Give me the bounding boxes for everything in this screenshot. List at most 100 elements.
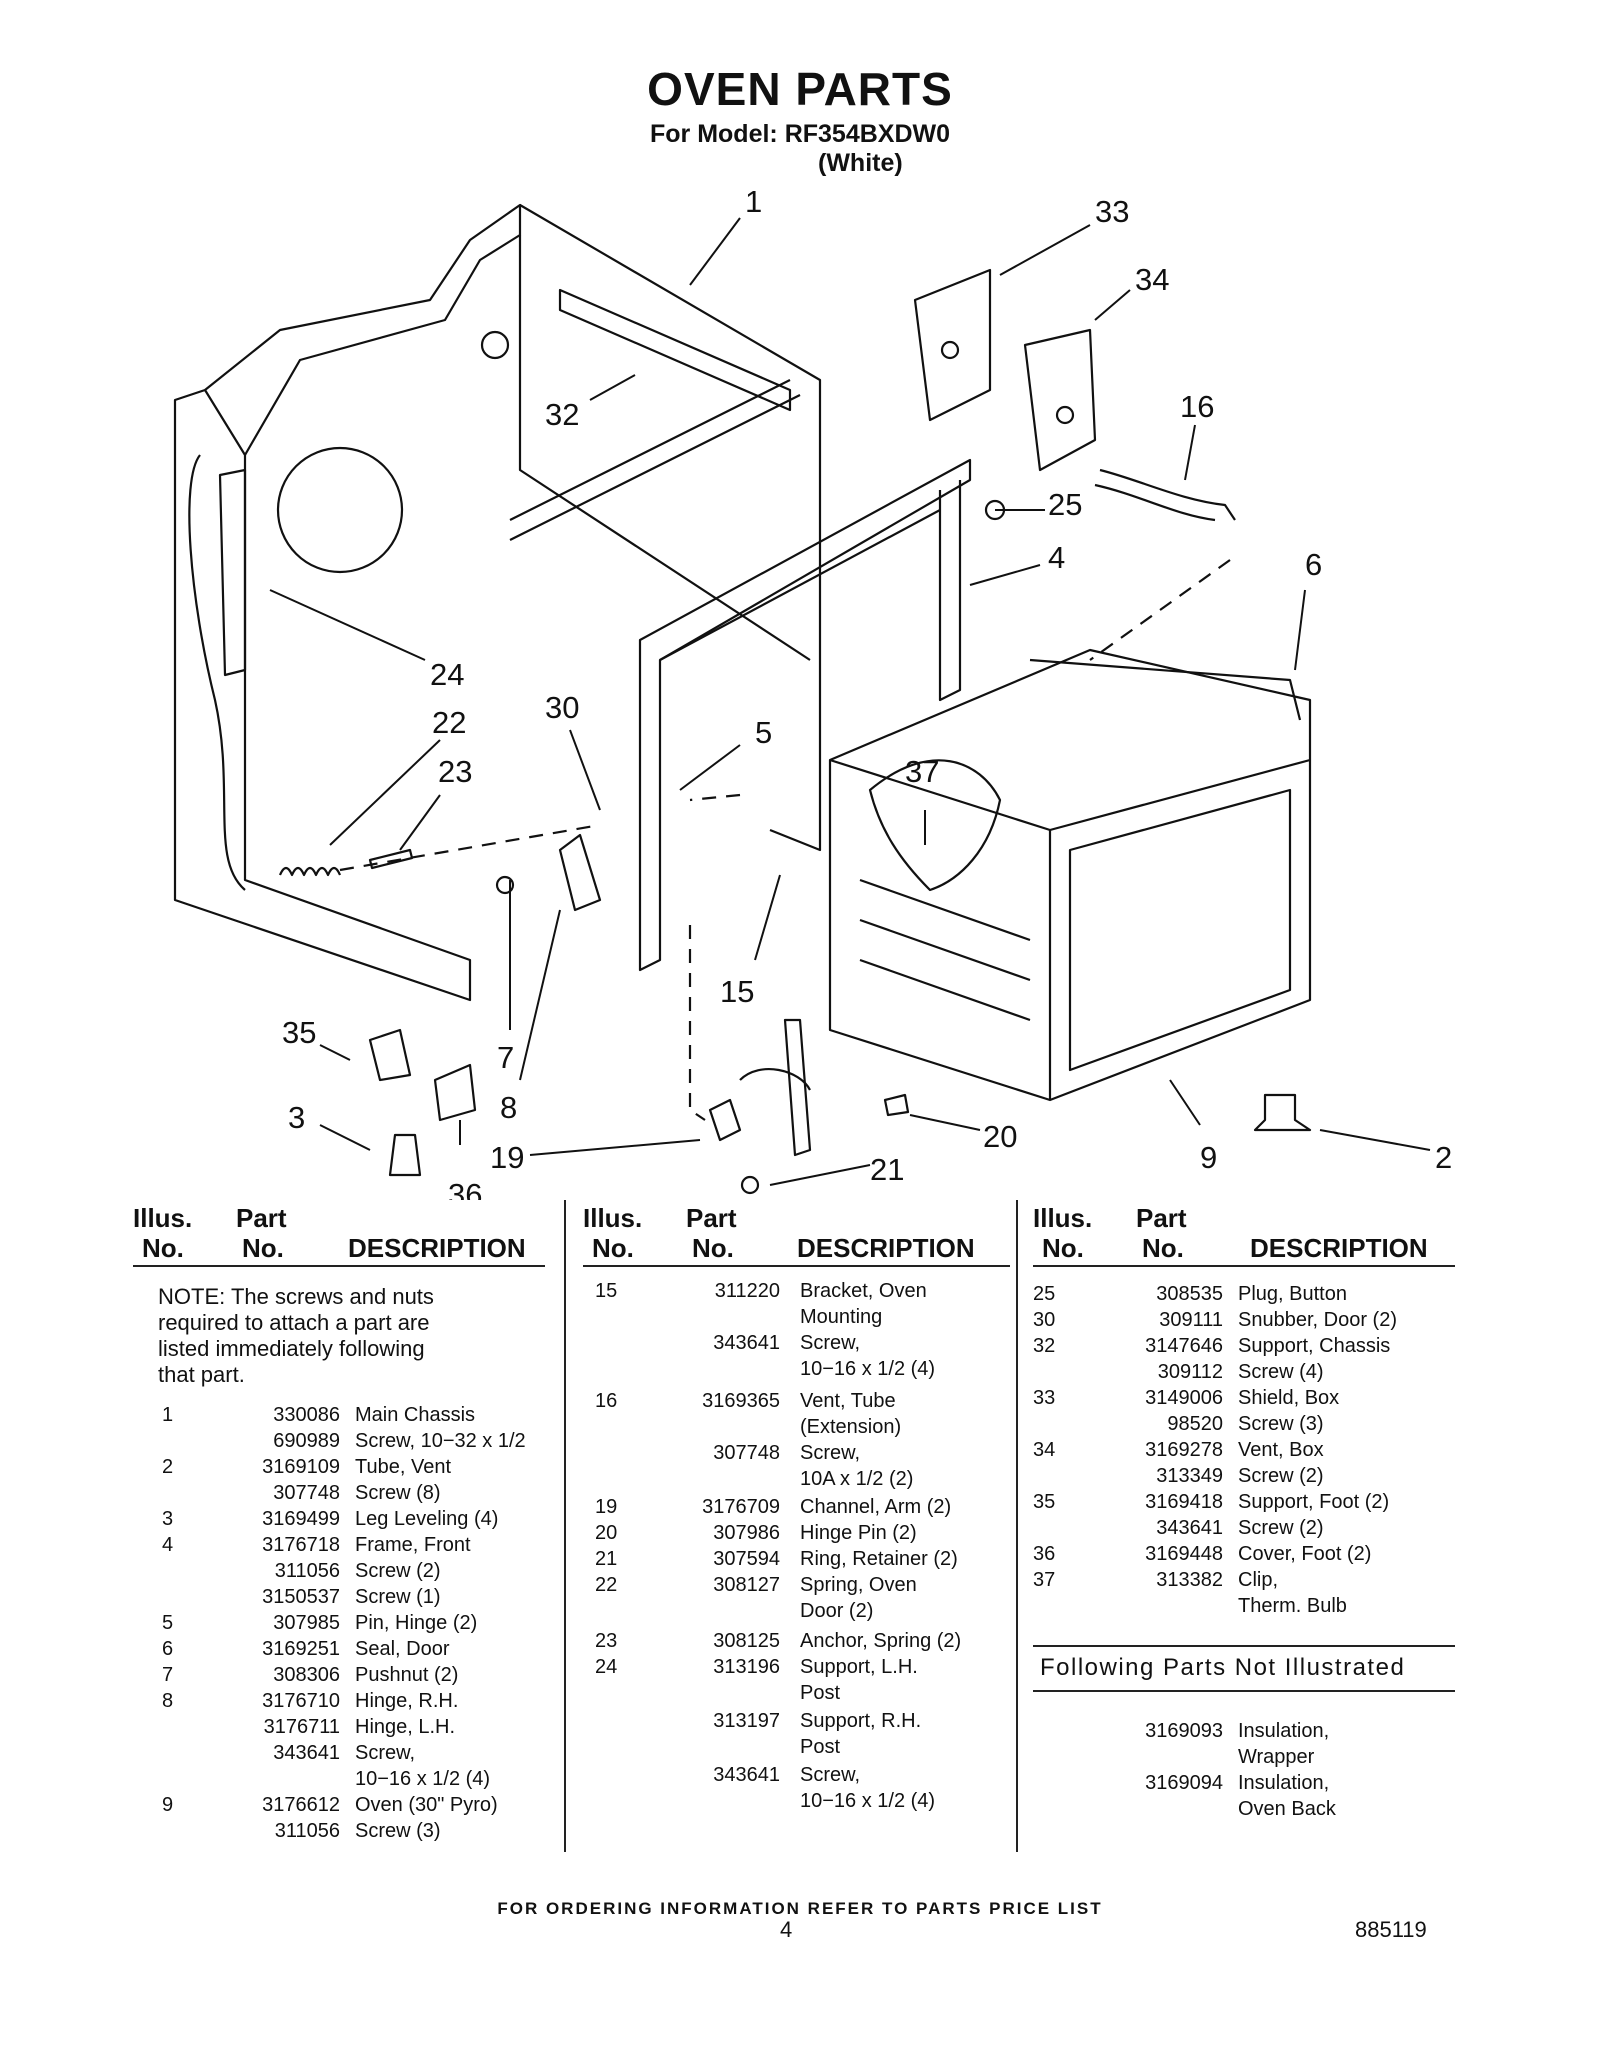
col1-illus-header-1: Illus. <box>133 1203 193 1233</box>
document-number: 885119 <box>1355 1917 1427 1942</box>
description: Shield, Box <box>1238 1387 1340 1409</box>
description: Screw, 10−32 x 1/2 <box>355 1430 526 1452</box>
part-no: 313382 <box>1156 1569 1223 1591</box>
part-no: 307748 <box>713 1442 780 1464</box>
callout-labels: 1 33 34 16 32 25 4 6 24 22 30 5 23 37 15… <box>282 184 1452 1200</box>
illus-no: 24 <box>595 1656 618 1678</box>
description: Screw (2) <box>1238 1517 1324 1539</box>
illus-no: 37 <box>1033 1569 1056 1591</box>
illus-no: 8 <box>162 1690 174 1712</box>
callout-19: 19 <box>490 1140 524 1175</box>
part-no: 3176711 <box>263 1716 340 1738</box>
callout-5: 5 <box>755 715 772 750</box>
description: Screw, <box>800 1332 861 1354</box>
foot-support <box>368 1028 412 1082</box>
part-no: 3176718 <box>262 1534 340 1556</box>
part-no: 3176709 <box>702 1496 780 1518</box>
part-no: 307986 <box>713 1522 780 1544</box>
col3-illus-header-2: No. <box>1042 1233 1084 1263</box>
part-no: 3149006 <box>1145 1387 1223 1409</box>
col3-illus-header-1: Illus. <box>1033 1203 1093 1233</box>
illus-no: 20 <box>595 1522 618 1544</box>
foot-cover <box>433 1063 477 1122</box>
col1-illus-header-2: No. <box>142 1233 184 1263</box>
description: Support, Foot (2) <box>1238 1491 1390 1513</box>
description: Leg Leveling (4) <box>355 1508 499 1530</box>
description: 10−16 x 1/2 (4) <box>800 1790 936 1812</box>
callout-33: 33 <box>1095 194 1129 229</box>
illus-no: 16 <box>595 1390 618 1412</box>
column-divider-2 <box>1016 1200 1018 1852</box>
callout-16: 16 <box>1180 389 1214 424</box>
description: Insulation, <box>1238 1772 1330 1794</box>
main-chassis-side <box>173 388 472 1002</box>
part-no: 313349 <box>1156 1465 1223 1487</box>
illus-no: 32 <box>1033 1335 1056 1357</box>
illus-no: 23 <box>595 1630 618 1652</box>
description: Support, L.H. <box>800 1656 918 1678</box>
illus-no: 35 <box>1033 1491 1056 1513</box>
col2-part-header-2: No. <box>692 1233 734 1263</box>
col3-part-header-2: No. <box>1142 1233 1184 1263</box>
part-no: 3176612 <box>262 1794 340 1816</box>
illus-no: 33 <box>1033 1387 1056 1409</box>
illus-no: 36 <box>1033 1543 1056 1565</box>
col1-header-rule <box>133 1265 545 1267</box>
part-no: 308127 <box>713 1574 780 1596</box>
part-no: 313196 <box>713 1656 780 1678</box>
col2-header-rule <box>583 1265 1010 1267</box>
description: Mounting <box>800 1306 883 1328</box>
description: Ring, Retainer (2) <box>800 1548 958 1570</box>
part-no: 308535 <box>1156 1283 1223 1305</box>
illus-no: 7 <box>162 1664 174 1686</box>
description: Post <box>800 1682 841 1704</box>
ordering-footer: FOR ORDERING INFORMATION REFER TO PARTS … <box>497 1899 1103 1918</box>
description: Post <box>800 1736 841 1758</box>
description: Screw, <box>355 1742 416 1764</box>
illus-no: 21 <box>595 1548 618 1570</box>
callout-15: 15 <box>720 974 754 1009</box>
callout-1: 1 <box>745 184 762 219</box>
description: Support, R.H. <box>800 1710 922 1732</box>
col3-part-header-1: Part <box>1136 1203 1187 1233</box>
description: 10A x 1/2 (2) <box>800 1468 914 1490</box>
col2-illus-header-2: No. <box>592 1233 634 1263</box>
callout-21: 21 <box>870 1152 904 1187</box>
part-no: 330086 <box>273 1404 340 1426</box>
part-no: 3169365 <box>702 1390 780 1412</box>
part-no: 3169418 <box>1145 1491 1223 1513</box>
hinge-pin <box>883 1093 910 1117</box>
col3-desc-header: DESCRIPTION <box>1250 1233 1428 1263</box>
description: Clip, <box>1238 1569 1279 1591</box>
description: Screw (4) <box>1238 1361 1324 1383</box>
description: (Extension) <box>800 1416 902 1438</box>
part-no: 307748 <box>273 1482 340 1504</box>
col1-part-header-2: No. <box>242 1233 284 1263</box>
callout-20: 20 <box>983 1119 1017 1154</box>
illus-no: 15 <box>595 1280 618 1302</box>
part-no: 311056 <box>274 1560 340 1582</box>
hinge <box>558 833 602 912</box>
description: Screw (3) <box>1238 1413 1324 1435</box>
callout-30: 30 <box>545 690 579 725</box>
description: Pushnut (2) <box>355 1664 459 1686</box>
description: Screw (3) <box>355 1820 441 1842</box>
note-line-3: listed immediately following <box>158 1336 425 1361</box>
part-no: 3169109 <box>262 1456 340 1478</box>
callout-22: 22 <box>432 705 466 740</box>
col2-desc-header: DESCRIPTION <box>797 1233 975 1263</box>
description: Hinge, L.H. <box>355 1716 456 1738</box>
part-no: 3169448 <box>1145 1543 1223 1565</box>
part-no: 3169094 <box>1145 1772 1223 1794</box>
callout-6: 6 <box>1305 547 1322 582</box>
illus-no: 5 <box>162 1612 174 1634</box>
description: Main Chassis <box>355 1404 476 1426</box>
illus-no: 2 <box>162 1456 174 1478</box>
part-no: 311056 <box>274 1820 340 1842</box>
col2-illus-header-1: Illus. <box>583 1203 643 1233</box>
leveling-leg <box>388 1133 422 1177</box>
color-line: (White) <box>818 149 903 177</box>
part-no: 3169278 <box>1145 1439 1223 1461</box>
col3-header-rule <box>1033 1265 1455 1267</box>
part-no: 307594 <box>713 1548 780 1570</box>
